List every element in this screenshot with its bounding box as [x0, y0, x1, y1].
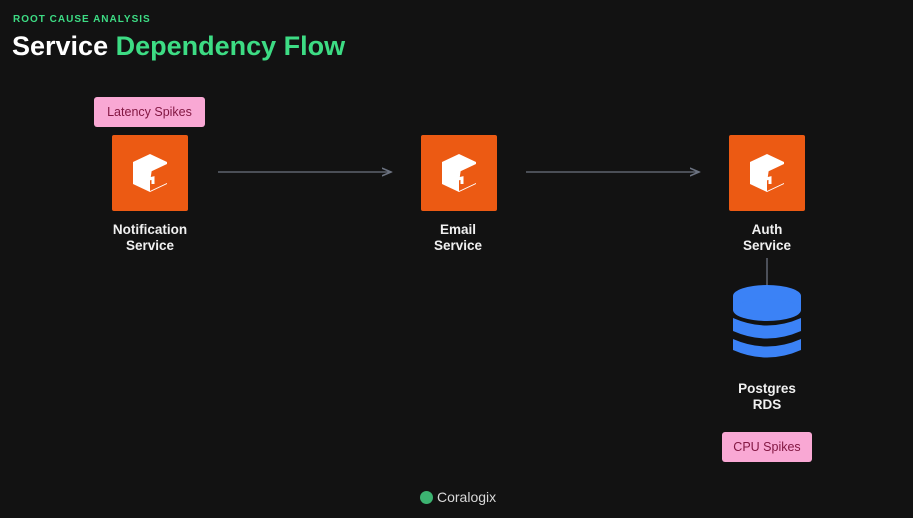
- package-icon: [442, 154, 476, 192]
- package-icon: [133, 154, 167, 192]
- auth-service-node[interactable]: [729, 135, 805, 211]
- eyebrow: ROOT CAUSE ANALYSIS: [13, 14, 151, 25]
- page-title: Service Dependency Flow: [12, 31, 345, 62]
- title-highlight: Dependency Flow: [115, 31, 346, 61]
- title-plain: Service: [12, 31, 109, 61]
- brand-name: Coralogix: [437, 489, 497, 505]
- cpu-spikes-badge: CPU Spikes: [722, 432, 812, 462]
- coralogix-logo: Coralogix: [420, 489, 496, 505]
- database-icon: [733, 285, 801, 358]
- notification-service-node[interactable]: [112, 135, 188, 211]
- latency-spikes-badge: Latency Spikes: [94, 97, 205, 127]
- package-icon: [750, 154, 784, 192]
- logo-dot-icon: [420, 490, 433, 504]
- email-service-node[interactable]: [421, 135, 497, 211]
